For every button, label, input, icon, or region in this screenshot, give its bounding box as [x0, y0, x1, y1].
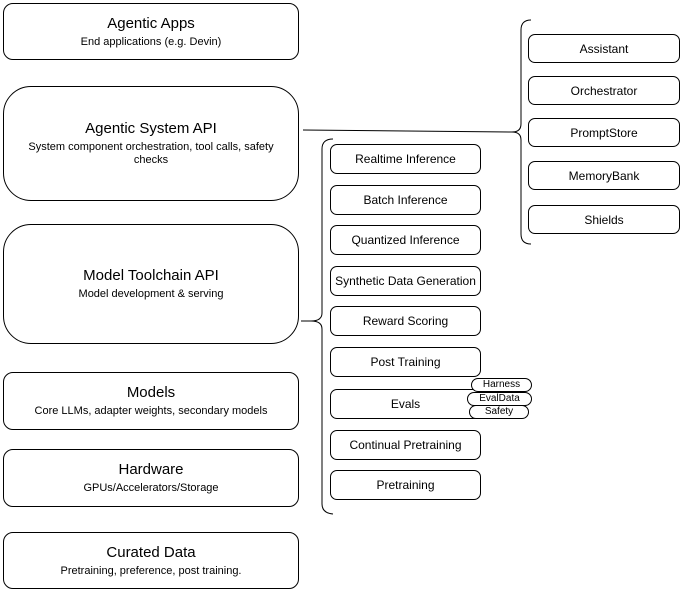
node-subtitle: System component orchestration, tool cal…: [28, 141, 274, 166]
api-to-system-connector-line: [302, 129, 513, 133]
node-models: Models Core LLMs, adapter weights, secon…: [3, 372, 299, 430]
node-title: Hardware: [118, 461, 184, 478]
toolchain-item-pretraining: Pretraining: [330, 470, 481, 500]
node-title: Agentic System API: [85, 120, 217, 137]
node-subtitle: Model development & serving: [78, 288, 224, 300]
node-title: Model Toolchain API: [83, 267, 219, 284]
system-item-promptstore: PromptStore: [528, 118, 680, 147]
toolchain-item-quantized-inference: Quantized Inference: [330, 225, 481, 255]
system-item-shields: Shields: [528, 205, 680, 234]
node-subtitle: Pretraining, preference, post training.: [60, 564, 242, 577]
system-group-brace: [511, 19, 532, 245]
toolchain-item-realtime-inference: Realtime Inference: [330, 144, 481, 174]
system-item-orchestrator: Orchestrator: [528, 76, 680, 105]
node-title: Models: [126, 384, 176, 401]
evals-tag-evaldata: EvalData: [467, 392, 532, 406]
node-subtitle: GPUs/Accelerators/Storage: [83, 482, 219, 494]
system-item-memorybank: MemoryBank: [528, 161, 680, 190]
toolchain-item-reward-scoring: Reward Scoring: [330, 306, 481, 336]
toolchain-group-brace: [310, 138, 334, 515]
toolchain-item-batch-inference: Batch Inference: [330, 185, 481, 215]
toolchain-item-post-training: Post Training: [330, 347, 481, 377]
node-agentic-system-api: Agentic System API System component orch…: [3, 86, 299, 201]
node-curated-data: Curated Data Pretraining, preference, po…: [3, 532, 299, 589]
evals-tag-harness: Harness: [471, 378, 532, 392]
evals-tag-safety: Safety: [469, 405, 529, 419]
toolchain-item-continual-pretraining: Continual Pretraining: [330, 430, 481, 460]
node-title: Curated Data: [106, 543, 196, 561]
node-model-toolchain-api: Model Toolchain API Model development & …: [3, 224, 299, 344]
toolchain-item-synthetic-data-generation: Synthetic Data Generation: [330, 266, 481, 296]
node-subtitle: Core LLMs, adapter weights, secondary mo…: [34, 405, 268, 417]
node-subtitle: End applications (e.g. Devin): [80, 35, 222, 48]
node-agentic-apps: Agentic Apps End applications (e.g. Devi…: [3, 3, 299, 60]
toolchain-item-evals: Evals: [330, 389, 481, 419]
system-item-assistant: Assistant: [528, 34, 680, 63]
node-hardware: Hardware GPUs/Accelerators/Storage: [3, 449, 299, 507]
node-title: Agentic Apps: [107, 14, 195, 32]
